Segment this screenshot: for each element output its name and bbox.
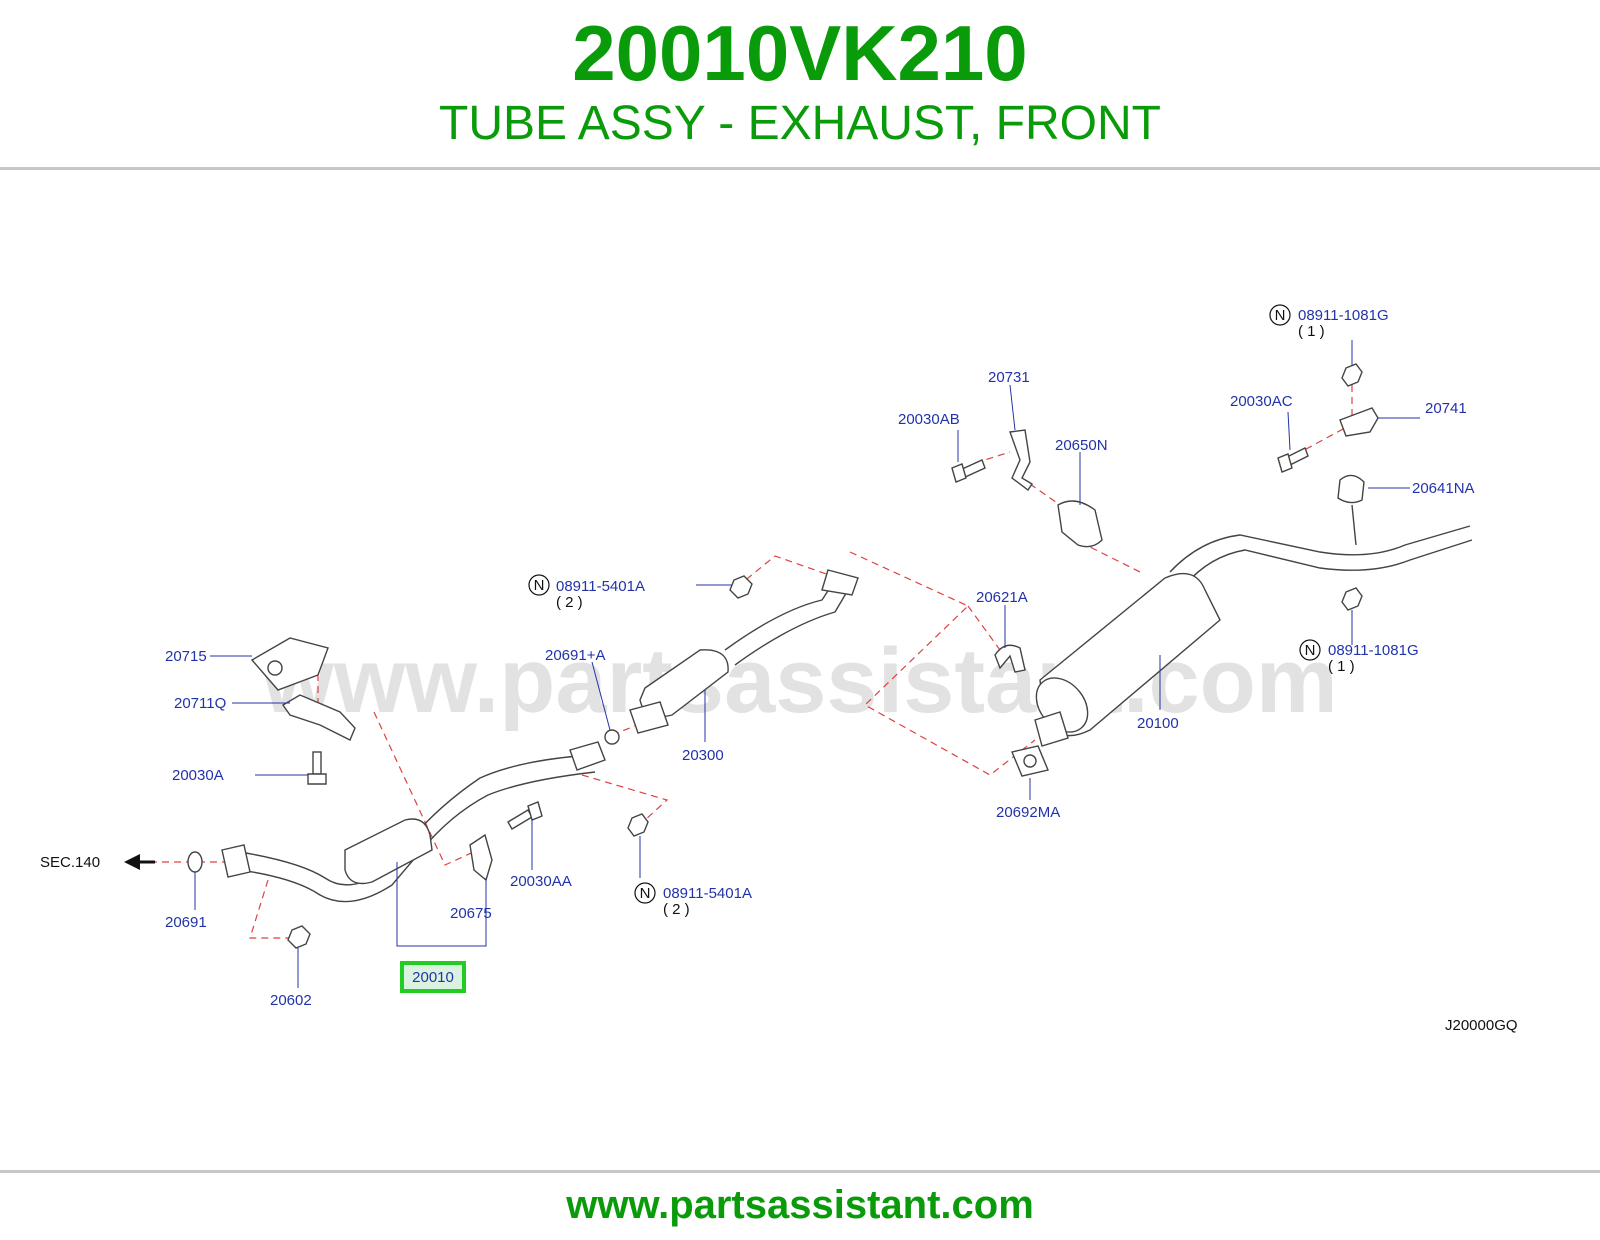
part-number-title: 20010VK210 (572, 9, 1028, 97)
callout-08911-5401a-lower-qty: ( 2 ) (663, 901, 690, 918)
bracket-20675[interactable] (469, 833, 493, 882)
part-description: TUBE ASSY - EXHAUST, FRONT (439, 97, 1161, 150)
n-marker-lower-right: N (1299, 639, 1321, 661)
callout-20641na[interactable]: 20641NA (1412, 480, 1475, 497)
callout-20030a[interactable]: 20030A (172, 767, 224, 784)
front-pipe-flange-front (221, 844, 251, 878)
bolt-20030ac[interactable] (1277, 447, 1309, 473)
callout-20715[interactable]: 20715 (165, 648, 207, 665)
nut-08911-5401a-lower[interactable] (627, 813, 649, 837)
insulator-20641na[interactable] (1337, 474, 1365, 546)
gasket-ring-center (604, 729, 620, 745)
exhaust-diagram: www.partsassistant.com (0, 170, 1600, 1170)
n-marker-upper-left: N (528, 574, 550, 596)
gasket-20692ma[interactable] (1011, 745, 1049, 777)
bracket-20711q[interactable] (281, 694, 356, 741)
diagram-code: J20000GQ (1445, 1017, 1518, 1034)
bracket-20715[interactable] (250, 637, 329, 691)
page-header: 20010VK210 TUBE ASSY - EXHAUST, FRONT (0, 0, 1600, 168)
n-marker-top-right: N (1269, 304, 1291, 326)
main-muffler-flange (1034, 711, 1069, 747)
footer-link[interactable]: www.partsassistant.com (566, 1183, 1034, 1227)
callout-20602[interactable]: 20602 (270, 992, 312, 1009)
callout-20692ma[interactable]: 20692MA (996, 804, 1060, 821)
callout-08911-5401a-upper[interactable]: 08911-5401A (556, 578, 645, 595)
callout-20691[interactable]: 20691 (165, 914, 207, 931)
nut-08911-1081g-upper[interactable] (1341, 363, 1363, 387)
callout-labels: 20715 20711Q 20030A 20691 20602 20010 20… (165, 307, 1518, 1034)
callout-20691a[interactable]: 20691+A (545, 647, 605, 664)
svg-text:N: N (534, 577, 545, 594)
callout-08911-1081g-lower-qty: ( 1 ) (1328, 658, 1355, 675)
insulator-20650n[interactable] (1057, 500, 1103, 548)
main-muffler[interactable] (1026, 525, 1473, 747)
gasket-20691[interactable] (187, 851, 203, 873)
callout-08911-1081g-upper[interactable]: 08911-1081G (1298, 307, 1389, 324)
bracket-20731[interactable] (1009, 429, 1033, 492)
callout-08911-5401a-lower[interactable]: 08911-5401A (663, 885, 752, 902)
header-divider (0, 167, 1600, 170)
bolt-20030aa[interactable] (507, 801, 543, 830)
callout-20650n[interactable]: 20650N (1055, 437, 1108, 454)
callout-20731[interactable]: 20731 (988, 369, 1030, 386)
bracket-20741[interactable] (1339, 407, 1379, 437)
front-exhaust-tube-assembly[interactable] (221, 741, 606, 903)
center-front-flange (629, 701, 669, 734)
front-catalyst-body (344, 818, 433, 885)
svg-text:N: N (1305, 642, 1316, 659)
callout-08911-5401a-upper-qty: ( 2 ) (556, 594, 583, 611)
n-marker-lower: N (634, 882, 656, 904)
nut-20602[interactable] (287, 925, 311, 949)
callout-20621a[interactable]: 20621A (976, 589, 1028, 606)
callout-08911-1081g-upper-qty: ( 1 ) (1298, 323, 1325, 340)
callout-20030aa[interactable]: 20030AA (510, 873, 572, 890)
hanger-20621a[interactable] (994, 644, 1026, 673)
callout-20030ac[interactable]: 20030AC (1230, 393, 1293, 410)
callout-20030ab[interactable]: 20030AB (898, 411, 960, 428)
diagram-canvas: www.partsassistant.com (40, 304, 1518, 1034)
bolt-20030ab[interactable] (951, 459, 986, 483)
highlighted-part-box[interactable] (400, 961, 466, 993)
leader-lines (194, 340, 1420, 988)
arrow-left-icon-head (124, 854, 140, 870)
svg-text:N: N (640, 885, 651, 902)
center-pipe-flange (821, 569, 859, 596)
callout-20300[interactable]: 20300 (682, 747, 724, 764)
center-muffler[interactable] (604, 569, 859, 745)
svg-text:N: N (1275, 307, 1286, 324)
callout-08911-1081g-lower[interactable]: 08911-1081G (1328, 642, 1419, 659)
front-pipe-flange-rear (569, 741, 606, 771)
section-ref-label: SEC.140 (40, 854, 100, 871)
section-reference[interactable]: SEC.140 (40, 854, 155, 871)
footer-divider (0, 1170, 1600, 1173)
callout-20675[interactable]: 20675 (450, 905, 492, 922)
nut-08911-1081g-lower[interactable] (1341, 587, 1363, 611)
nut-08911-5401a-upper[interactable] (729, 575, 753, 599)
callout-20010[interactable]: 20010 (412, 969, 454, 986)
callout-20741[interactable]: 20741 (1425, 400, 1467, 417)
callout-20100[interactable]: 20100 (1137, 715, 1179, 732)
callout-20711q[interactable]: 20711Q (174, 695, 226, 712)
bolt-20030a[interactable] (307, 751, 327, 785)
